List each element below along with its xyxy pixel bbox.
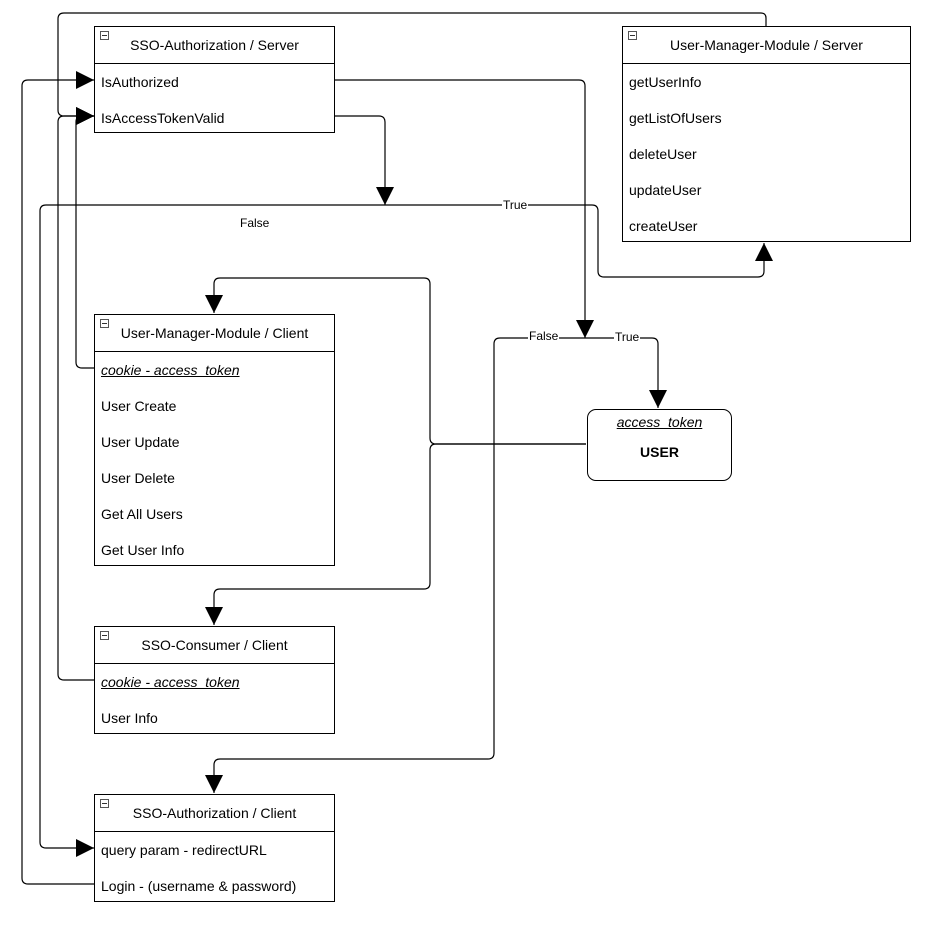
edge-login-to-isauthorized	[21, 71, 94, 885]
edge-isaccesstokenvalid-to-decision	[334, 115, 394, 205]
collapse-icon[interactable]	[628, 31, 637, 40]
user-manager-module-server-header: User-Manager-Module / Server	[623, 27, 910, 64]
item-user-update[interactable]: User Update	[101, 434, 180, 450]
edge-user-to-consumer-client	[205, 443, 586, 625]
sso-authorization-server-title: SSO-Authorization / Server	[130, 37, 299, 53]
item-isaccesstokenvalid[interactable]: IsAccessTokenValid	[101, 110, 225, 126]
item-user-delete[interactable]: User Delete	[101, 470, 175, 486]
sso-authorization-server-header: SSO-Authorization / Server	[95, 27, 334, 64]
item-cookie-access-token[interactable]: cookie - access_token	[101, 674, 240, 690]
item-isauthorized[interactable]: IsAuthorized	[101, 74, 179, 90]
item-get-user-info[interactable]: Get User Info	[101, 542, 185, 558]
edge-user-to-umm-client	[205, 277, 586, 445]
item-get-all-users[interactable]: Get All Users	[101, 506, 183, 522]
collapse-icon[interactable]	[100, 631, 109, 640]
edge-decision-false-to-redirecturl	[39, 204, 385, 857]
user-label: USER	[640, 444, 679, 460]
item-getuserinfo[interactable]: getUserInfo	[629, 74, 702, 90]
user-manager-module-server: User-Manager-Module / Server getUserInfo…	[622, 26, 911, 242]
item-updateuser[interactable]: updateUser	[629, 182, 702, 198]
sso-authorization-server: SSO-Authorization / Server IsAuthorized …	[94, 26, 335, 133]
edge-label-true: True	[502, 198, 529, 212]
item-cookie-access-token[interactable]: cookie - access_token	[101, 362, 240, 378]
edge-label-false: False	[528, 329, 560, 343]
item-user-info[interactable]: User Info	[101, 710, 158, 726]
item-getlistofusers[interactable]: getListOfUsers	[629, 110, 722, 126]
collapse-icon[interactable]	[100, 799, 109, 808]
edge-decision2-true-to-user	[585, 337, 667, 408]
edge-label-false: False	[240, 216, 270, 230]
collapse-icon[interactable]	[100, 319, 109, 328]
item-deleteuser[interactable]: deleteUser	[629, 146, 697, 162]
edge-decision-true-to-ummserver	[385, 204, 773, 278]
sso-authorization-client: SSO-Authorization / Client query param -…	[94, 794, 335, 902]
edge-label-true: True	[614, 330, 641, 344]
edge-ummserver-to-isaccesstokenvalid	[57, 12, 767, 125]
item-createuser[interactable]: createUser	[629, 218, 698, 234]
sso-consumer-client: SSO-Consumer / Client cookie - access_to…	[94, 626, 335, 734]
item-query-param-redirecturl[interactable]: query param - redirectURL	[101, 842, 267, 858]
sso-authorization-client-header: SSO-Authorization / Client	[95, 795, 334, 832]
sso-authorization-client-title: SSO-Authorization / Client	[132, 805, 297, 821]
user-access-token: access_token	[616, 414, 703, 430]
edge-isauthorized-to-decision2	[334, 79, 594, 338]
user-manager-module-client: User-Manager-Module / Client cookie - ac…	[94, 314, 335, 566]
user-manager-module-client-title: User-Manager-Module / Client	[120, 325, 309, 341]
user-node[interactable]: access_token USER	[587, 409, 732, 481]
collapse-icon[interactable]	[100, 31, 109, 40]
user-manager-module-server-title: User-Manager-Module / Server	[670, 37, 863, 53]
sso-consumer-client-title: SSO-Consumer / Client	[141, 637, 288, 653]
user-manager-module-client-header: User-Manager-Module / Client	[95, 315, 334, 352]
item-login[interactable]: Login - (username & password)	[101, 878, 297, 894]
edge-umm-cookie-to-isaccesstokenvalid	[75, 107, 94, 369]
sso-consumer-client-header: SSO-Consumer / Client	[95, 627, 334, 664]
item-user-create[interactable]: User Create	[101, 398, 177, 414]
edge-consumer-cookie-to-isaccesstokenvalid	[57, 107, 94, 681]
edge-decision2-false-to-ssoauthclient	[205, 337, 585, 793]
